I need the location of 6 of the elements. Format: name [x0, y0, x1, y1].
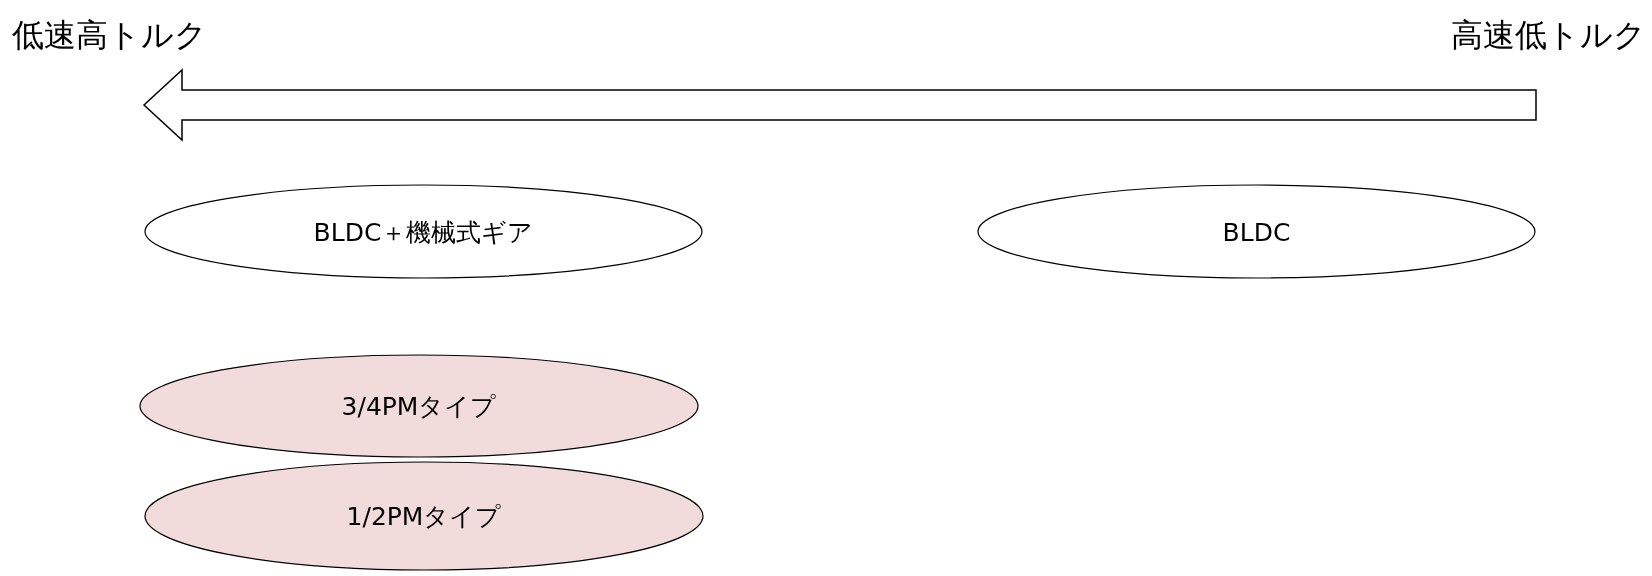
oval-label: 3/4PMタイプ — [340, 390, 498, 423]
scale-label: 低速高トルク — [12, 15, 207, 56]
oval-label: 1/2PMタイプ — [345, 500, 503, 533]
scale-label: 高速低トルク — [1451, 15, 1646, 56]
oval-label: BLDC — [1221, 217, 1292, 246]
oval-label: BLDC＋機械式ギア — [312, 216, 535, 248]
